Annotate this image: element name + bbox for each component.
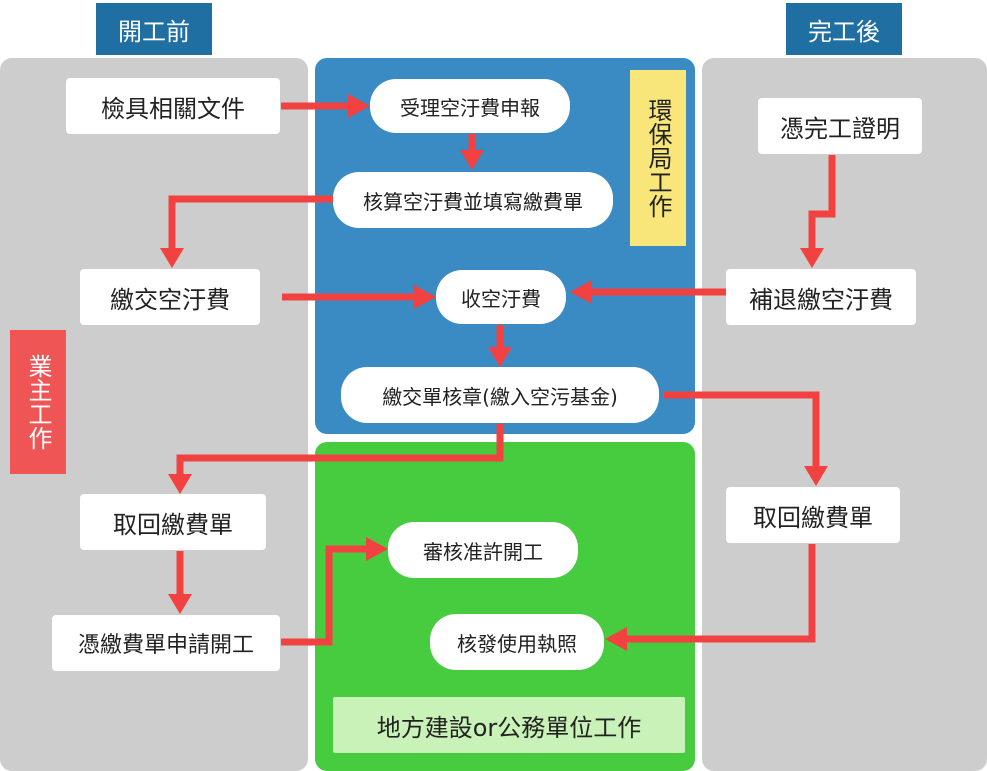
header-before: 開工前 bbox=[96, 3, 212, 55]
arrowhead-6 bbox=[488, 347, 512, 367]
header-after: 完工後 bbox=[786, 3, 902, 55]
arrowhead-9 bbox=[168, 594, 192, 614]
arrow-apply-to-review bbox=[281, 545, 368, 646]
box-review: 審核准許開工 bbox=[388, 522, 578, 578]
box-pay-fee: 繳交空汙費 bbox=[80, 269, 260, 325]
arrowhead-10 bbox=[366, 537, 388, 561]
box-after-retrieve-slip: 取回繳費單 bbox=[726, 487, 900, 543]
arrow-certificate-to-refund bbox=[808, 155, 836, 250]
box-refund: 補退繳空汙費 bbox=[726, 269, 916, 325]
box-retrieve-slip: 取回繳費單 bbox=[80, 494, 266, 550]
arrowhead-3 bbox=[160, 248, 184, 268]
box-calculate: 核算空汙費並填寫繳費單 bbox=[333, 172, 613, 228]
right-panel bbox=[702, 58, 987, 771]
arrowhead-11 bbox=[800, 248, 824, 268]
owner-label: 業主工作 bbox=[10, 330, 66, 474]
arrowhead-5 bbox=[570, 280, 592, 304]
arrowhead-4 bbox=[414, 285, 436, 309]
box-issue-license: 核發使用執照 bbox=[430, 614, 604, 670]
arrow-calculate-to-pay bbox=[168, 195, 333, 250]
box-receive: 收空汙費 bbox=[436, 270, 566, 324]
arrowhead-12 bbox=[605, 627, 627, 651]
epa-label: 環保局工作 bbox=[630, 70, 686, 246]
epa-label-text: 環保局工作 bbox=[644, 98, 672, 218]
owner-label-text: 業主工作 bbox=[24, 354, 52, 450]
arrow-after-retrieve-to-license bbox=[625, 544, 816, 643]
arrowhead-1 bbox=[348, 94, 370, 118]
box-certificate: 憑完工證明 bbox=[758, 98, 922, 154]
arrow-stamp-to-retrieve bbox=[176, 424, 504, 476]
box-documents: 檢具相關文件 bbox=[66, 78, 280, 134]
box-apply-start: 憑繳費單申請開工 bbox=[52, 615, 280, 671]
arrowhead-8 bbox=[804, 466, 828, 486]
box-stamp: 繳交單核章(繳入空污基金) bbox=[341, 367, 659, 423]
arrowhead-2 bbox=[460, 150, 484, 170]
arrow-stamp-to-after-retrieve bbox=[664, 391, 820, 468]
arrowhead-7 bbox=[168, 474, 192, 494]
local-label: 地方建設or公務單位工作 bbox=[333, 697, 685, 753]
box-accept-report: 受理空汙費申報 bbox=[370, 79, 570, 133]
